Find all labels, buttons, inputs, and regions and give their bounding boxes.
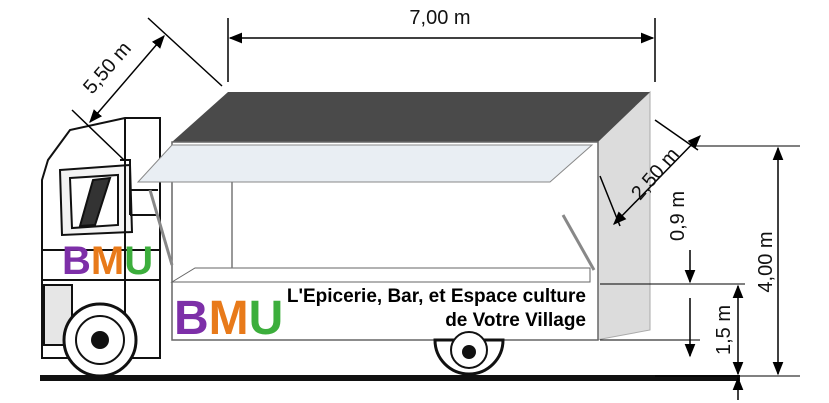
dimension-floor-height [684, 284, 744, 400]
length-label: 7,00 m [409, 7, 470, 29]
dimension-width [599, 119, 701, 227]
cab-length-label: 5,50 m [79, 38, 136, 99]
rear-wheel [433, 331, 505, 376]
front-wheel [62, 302, 138, 378]
awning-strut-right [561, 214, 596, 271]
awning-drop-label: 0,9 m [667, 191, 689, 241]
total-height-label: 4,00 m [755, 231, 777, 292]
awning-strut-left [148, 189, 174, 266]
counter-ledge [170, 267, 591, 283]
cab-logo: BMU [62, 239, 153, 283]
floor-height-label: 1,5 m [713, 305, 735, 355]
reference-lines [600, 145, 800, 377]
tagline-line-1: L'Epicerie, Bar, et Espace culture [287, 286, 586, 307]
dimension-length [227, 18, 656, 82]
ground-line [40, 375, 740, 381]
truck-cab [41, 117, 161, 359]
awning-panel [136, 144, 594, 183]
side-logo: BMU [174, 292, 283, 345]
dimension-cab-length [71, 17, 223, 161]
roof [172, 92, 650, 142]
tagline-line-2: de Votre Village [445, 310, 586, 331]
